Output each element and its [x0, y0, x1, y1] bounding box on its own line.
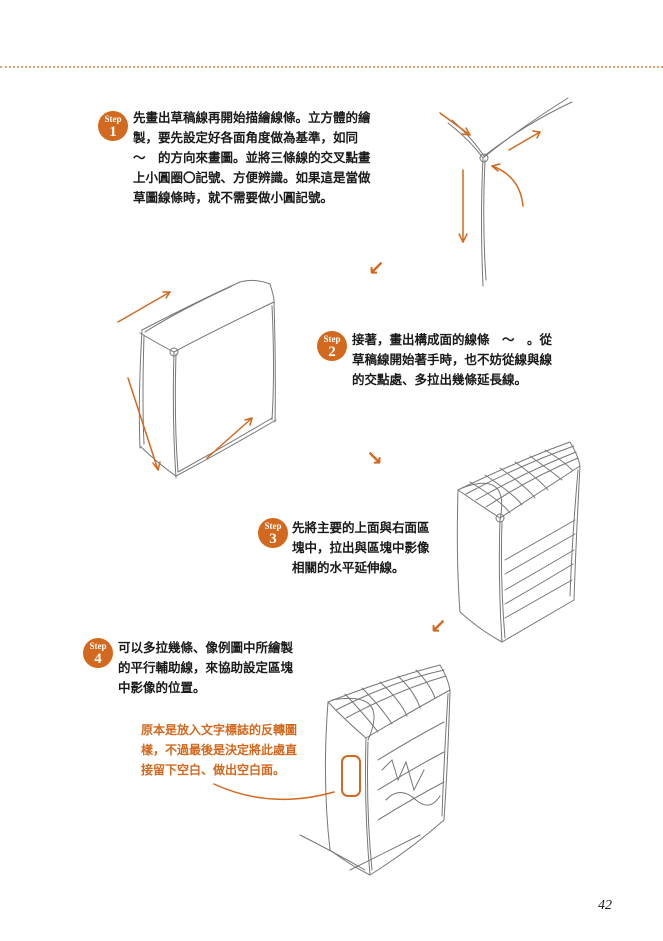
sketch-2-orange-arrows [118, 292, 252, 470]
sketch-1-three-lines [448, 98, 572, 286]
sketch-4-callout-line [214, 784, 334, 799]
sketch-4-cube-detailed [300, 665, 450, 875]
sketch-2-cube [139, 280, 276, 478]
sketch-3-cube-grid [457, 442, 580, 642]
sketch-1-orange-arrows [440, 113, 540, 242]
page-number: 42 [598, 898, 612, 914]
